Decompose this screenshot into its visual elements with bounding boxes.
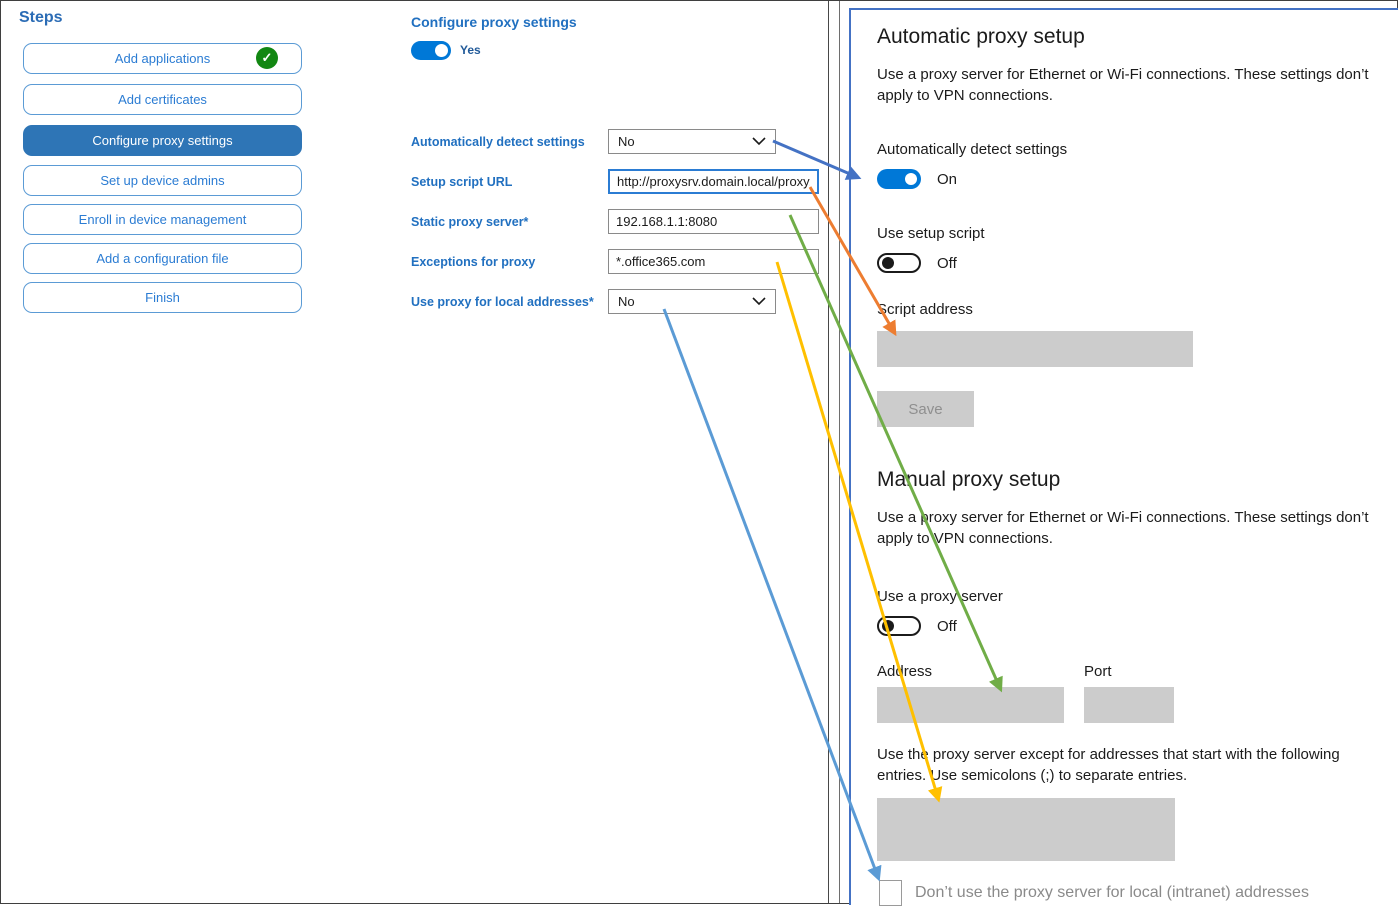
step-set-up-device-admins[interactable]: Set up device admins bbox=[23, 165, 302, 196]
use-setup-script-toggle[interactable] bbox=[877, 253, 921, 273]
manual-proxy-setup-heading: Manual proxy setup bbox=[877, 468, 1061, 491]
local-addresses-checkbox-label: Don’t use the proxy server for local (in… bbox=[915, 884, 1309, 901]
toggle-knob bbox=[905, 173, 917, 185]
script-address-input[interactable] bbox=[877, 331, 1193, 367]
vertical-divider bbox=[828, 1, 829, 903]
label-exceptions-for-proxy: Exceptions for proxy bbox=[411, 255, 536, 269]
chevron-down-icon bbox=[752, 137, 766, 146]
step-finish[interactable]: Finish bbox=[23, 282, 302, 313]
label-setup-script-url: Setup script URL bbox=[411, 175, 513, 189]
configure-proxy-toggle-label: Yes bbox=[460, 43, 481, 57]
automatic-proxy-setup-heading: Automatic proxy setup bbox=[877, 25, 1085, 48]
steps-title: Steps bbox=[19, 9, 63, 26]
auto-detect-toggle[interactable] bbox=[877, 169, 921, 189]
proxy-exceptions-description: Use the proxy server except for addresse… bbox=[877, 746, 1340, 784]
arrow-local-addresses bbox=[662, 308, 882, 882]
use-proxy-server-toggle[interactable] bbox=[877, 616, 921, 636]
configure-proxy-toggle[interactable] bbox=[411, 41, 451, 60]
manual-proxy-description: Use a proxy server for Ethernet or Wi-Fi… bbox=[877, 509, 1369, 547]
toggle-knob bbox=[882, 620, 894, 632]
input-exceptions-for-proxy[interactable] bbox=[608, 249, 819, 274]
step-configure-proxy-settings[interactable]: Configure proxy settings bbox=[23, 125, 302, 156]
label-use-proxy-for-local-addresses: Use proxy for local addresses* bbox=[411, 295, 594, 309]
vertical-divider bbox=[839, 1, 840, 903]
proxy-exceptions-input[interactable] bbox=[877, 798, 1175, 861]
auto-detect-label: Automatically detect settings bbox=[877, 141, 1068, 158]
local-addresses-checkbox[interactable] bbox=[879, 880, 902, 906]
step-add-certificates[interactable]: Add certificates bbox=[23, 84, 302, 115]
toggle-knob bbox=[435, 44, 448, 57]
chevron-down-icon bbox=[752, 297, 766, 306]
select-value: No bbox=[618, 294, 635, 309]
step-completed-check-icon: ✓ bbox=[256, 47, 278, 69]
input-static-proxy-server[interactable] bbox=[608, 209, 819, 234]
auto-detect-toggle-state: On bbox=[937, 170, 958, 188]
script-address-label: Script address bbox=[877, 301, 973, 318]
step-add-a-configuration-file[interactable]: Add a configuration file bbox=[23, 243, 302, 274]
use-proxy-server-label: Use a proxy server bbox=[877, 588, 1003, 605]
address-input[interactable] bbox=[877, 687, 1064, 723]
port-input[interactable] bbox=[1084, 687, 1174, 723]
automatic-proxy-description: Use a proxy server for Ethernet or Wi-Fi… bbox=[877, 66, 1369, 104]
use-proxy-server-toggle-state: Off bbox=[937, 617, 957, 635]
step-enroll-in-device-management[interactable]: Enroll in device management bbox=[23, 204, 302, 235]
input-setup-script-url[interactable] bbox=[608, 169, 819, 194]
toggle-knob bbox=[882, 257, 894, 269]
select-automatically-detect-settings[interactable]: No bbox=[608, 129, 776, 154]
label-automatically-detect-settings: Automatically detect settings bbox=[411, 135, 585, 149]
windows-proxy-settings-panel: Automatic proxy setup Use a proxy server… bbox=[849, 8, 1398, 906]
select-use-proxy-for-local-addresses[interactable]: No bbox=[608, 289, 776, 314]
save-button[interactable]: Save bbox=[877, 391, 974, 427]
page-title: Configure proxy settings bbox=[411, 14, 577, 30]
step-add-applications[interactable]: Add applications bbox=[23, 43, 302, 74]
use-setup-script-toggle-state: Off bbox=[937, 254, 957, 272]
label-static-proxy-server: Static proxy server* bbox=[411, 215, 529, 229]
address-label: Address bbox=[877, 663, 933, 680]
use-setup-script-label: Use setup script bbox=[877, 225, 985, 242]
port-label: Port bbox=[1084, 663, 1112, 680]
select-value: No bbox=[618, 134, 635, 149]
